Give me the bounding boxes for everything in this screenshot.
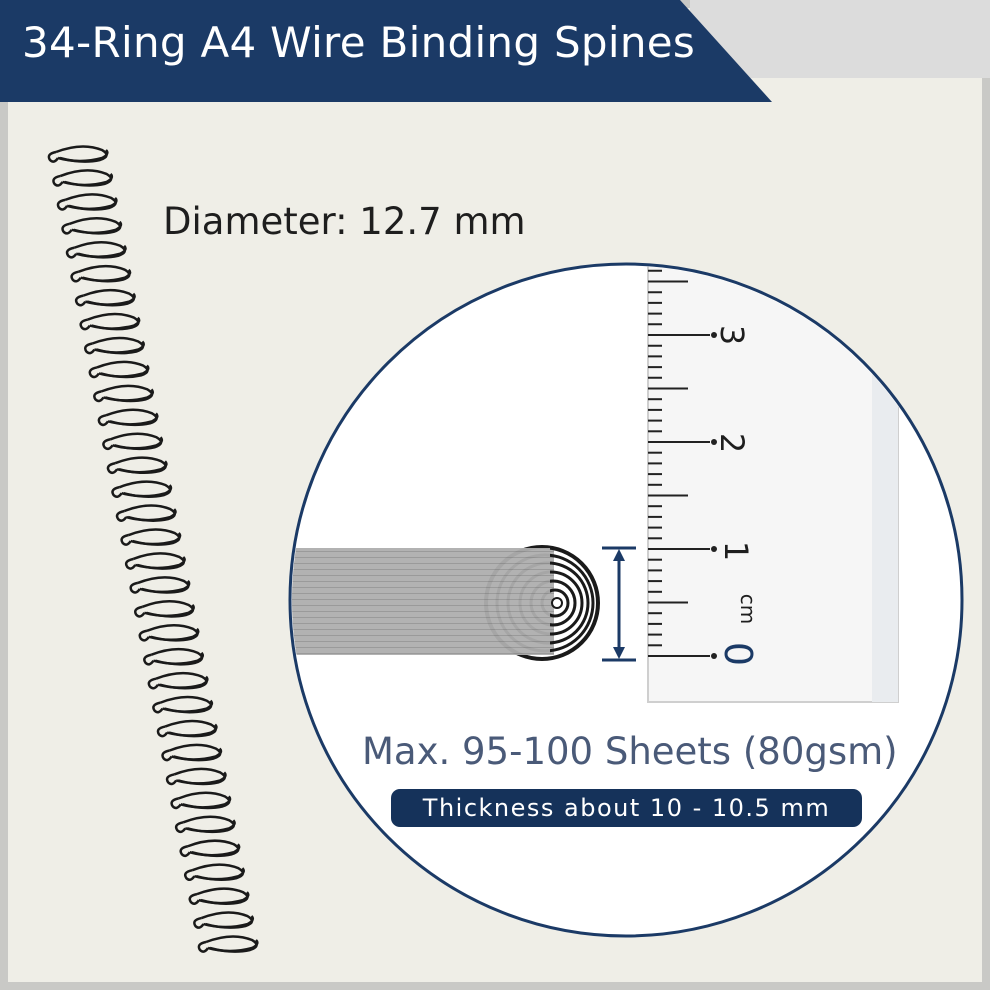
wire-ring xyxy=(165,767,227,786)
wire-ring xyxy=(115,504,177,522)
wire-ring xyxy=(88,360,150,379)
wire-ring xyxy=(143,647,205,666)
ruler-number-1: 1 xyxy=(717,540,756,562)
wire-ring xyxy=(102,432,164,451)
ruler-number-3: 3 xyxy=(713,324,752,346)
wire-spine-image xyxy=(47,145,259,953)
wire-ring xyxy=(120,528,182,546)
wire-ring xyxy=(174,815,236,834)
wire-ring xyxy=(147,671,209,690)
thickness-label: Thickness about 10 - 10.5 mm xyxy=(422,794,831,822)
wire-ring xyxy=(52,169,114,187)
ruler-number-2: 2 xyxy=(713,432,752,454)
wire-ring xyxy=(188,887,250,905)
wire-ring xyxy=(170,791,232,810)
wire-ring xyxy=(65,241,127,259)
wire-ring xyxy=(161,743,223,762)
wire-ring xyxy=(79,312,141,331)
wire-ring xyxy=(61,217,123,235)
ruler-number-0: 0 xyxy=(716,641,761,667)
wire-ring xyxy=(97,408,159,427)
wire-ring xyxy=(152,695,214,714)
wire-ring xyxy=(138,624,200,642)
wire-ring xyxy=(179,839,241,858)
ruler-tick-dot xyxy=(711,546,717,552)
ruler xyxy=(647,266,899,703)
wire-ring xyxy=(93,384,155,403)
wire-ring xyxy=(83,336,145,355)
wire-ring xyxy=(111,480,173,498)
page-title: 34-Ring A4 Wire Binding Spines xyxy=(22,18,696,67)
ruler-tick-dot xyxy=(711,439,717,445)
wire-ring xyxy=(106,456,168,475)
wire-ring xyxy=(70,264,132,283)
wire-ring xyxy=(156,719,218,738)
wire-ring xyxy=(74,288,136,307)
wire-ring xyxy=(193,911,255,929)
wire-ring xyxy=(56,193,118,211)
thickness-bracket xyxy=(602,546,636,662)
wire-ring xyxy=(47,145,109,163)
ruler-unit-cm: cm xyxy=(736,593,761,625)
wire-ring xyxy=(183,863,245,882)
wire-ring xyxy=(124,552,186,570)
corner-panel xyxy=(690,0,990,78)
wire-ring xyxy=(133,600,195,618)
wire-ring xyxy=(129,576,191,594)
diameter-label: Diameter: 12.7 mm xyxy=(163,200,526,243)
capacity-label: Max. 95-100 Sheets (80gsm) xyxy=(362,730,898,773)
ruler-tick-dot xyxy=(711,332,717,338)
thickness-badge: Thickness about 10 - 10.5 mm xyxy=(391,789,862,827)
wire-ring xyxy=(197,935,259,953)
ruler-tick-dot xyxy=(711,653,717,659)
title-banner xyxy=(0,0,772,102)
